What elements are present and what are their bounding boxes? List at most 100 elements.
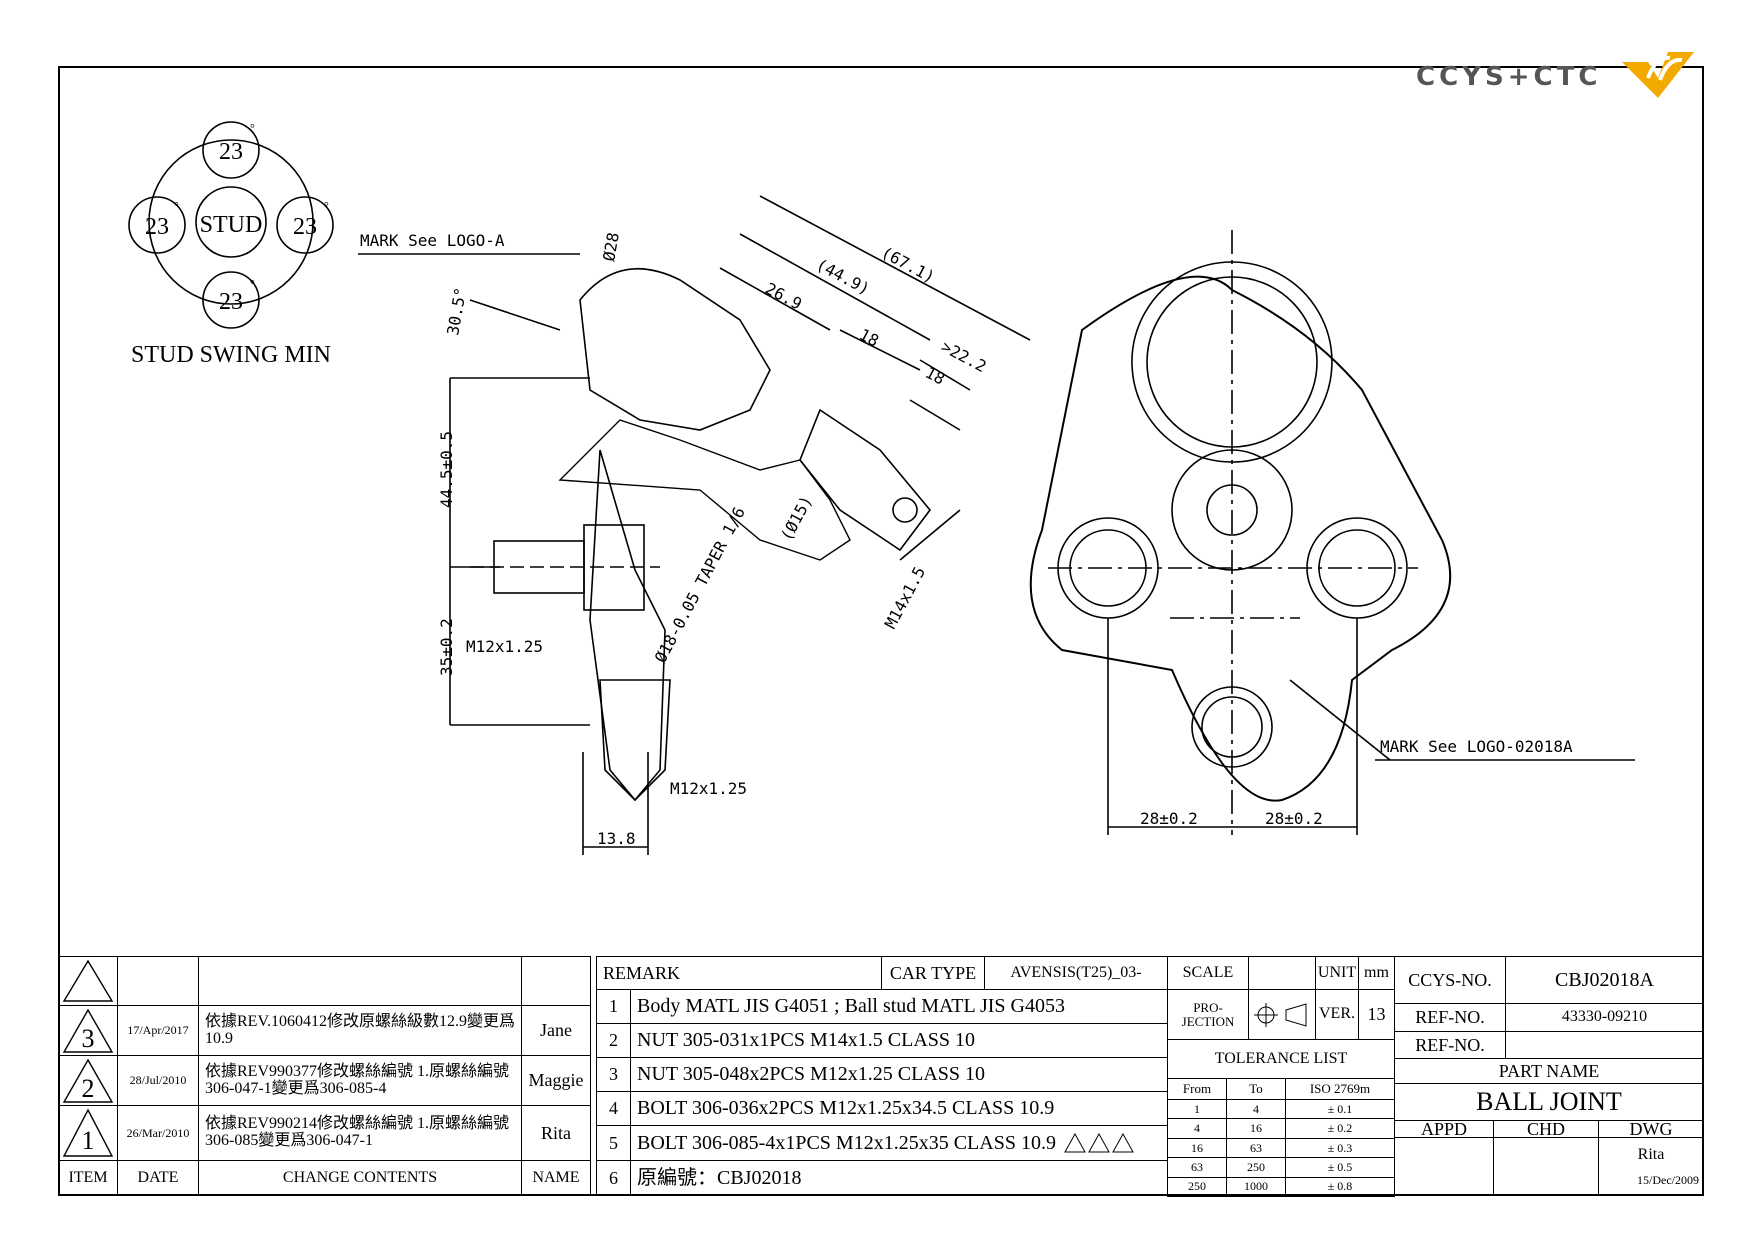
tolerance-cell: 4 <box>1167 1118 1227 1139</box>
company-logo: CCYS+CTC <box>1408 48 1698 104</box>
dim-350: 35±0.2 <box>437 618 456 676</box>
unit-label: UNIT <box>1315 956 1359 990</box>
swing-left-value: 23 <box>145 214 169 240</box>
header-change-contents: CHANGE CONTENTS <box>198 1160 522 1196</box>
tol-to-header: To <box>1226 1078 1286 1100</box>
rev-triangle-icon <box>62 1058 114 1103</box>
tolerance-cell: ± 0.2 <box>1285 1118 1395 1139</box>
swing-top-value: 23 <box>219 139 243 165</box>
tolerance-cell: 63 <box>1226 1137 1286 1159</box>
tolerance-cell: ± 0.1 <box>1285 1099 1395 1120</box>
rev-date-1: 26/Mar/2010 <box>117 1105 199 1161</box>
rev-change-1: 依據REV990214修改螺絲編號 1.原螺絲編號306-085變更爲306-0… <box>198 1105 522 1161</box>
ref-no-2-value <box>1505 1031 1704 1059</box>
remark-text-5: BOLT 306-085-4x1PCS M12x1.25x35 CLASS 10… <box>630 1125 1168 1161</box>
rev-triangle-icon <box>62 1008 114 1053</box>
rev-name-3: Jane <box>521 1005 591 1056</box>
dim-m14: M14x1.5 <box>881 563 929 631</box>
dwg-name: Rita <box>1637 1145 1665 1163</box>
rev-item-3: 3 <box>58 1005 118 1056</box>
logo-mark-icon <box>1622 52 1694 98</box>
dim-angle-305: 30.5° <box>443 286 470 337</box>
rev-triangle-icon <box>62 1108 114 1157</box>
swing-outer-circle <box>148 139 314 305</box>
swing-caption: STUD SWING MIN <box>131 342 331 368</box>
dim-28-right: 28±0.2 <box>1265 809 1323 828</box>
part-name-value: BALL JOINT <box>1394 1083 1704 1121</box>
rev-item-2: 2 <box>58 1055 118 1106</box>
rev-item-1: 1 <box>58 1105 118 1161</box>
scale-label: SCALE <box>1167 956 1249 990</box>
scale-value <box>1248 956 1316 990</box>
dwg-value: Rita 15/Dec/2009 <box>1598 1137 1704 1196</box>
swing-right-value: 23 <box>293 214 317 240</box>
mark-logo-a-label: MARK See LOGO-A <box>360 231 505 250</box>
remark-no-3: 3 <box>596 1057 631 1092</box>
remark-text-2: NUT 305-031x1PCS M14x1.5 CLASS 10 <box>630 1023 1168 1058</box>
swing-degree-bottom: ° <box>250 277 255 291</box>
car-type-label: CAR TYPE <box>881 956 985 990</box>
remark-text-3: NUT 305-048x2PCS M12x1.25 CLASS 10 <box>630 1057 1168 1092</box>
triangle-icon <box>62 959 114 1002</box>
tolerance-title: TOLERANCE LIST <box>1167 1039 1395 1079</box>
header-date: DATE <box>117 1160 199 1196</box>
remark-text-1: Body MATL JIS G4051 ; Ball stud MATL JIS… <box>630 989 1168 1024</box>
mark-logo-b-label: MARK See LOGO-02018A <box>1380 737 1573 756</box>
dim-18-b: 18 <box>922 363 948 389</box>
header-name: NAME <box>521 1160 591 1196</box>
remark-no-5: 5 <box>596 1125 631 1161</box>
part-name-label: PART NAME <box>1394 1058 1704 1084</box>
header-item: ITEM <box>58 1160 118 1196</box>
tolerance-cell: 1 <box>1167 1099 1227 1120</box>
tolerance-cell: 250 <box>1226 1157 1286 1178</box>
tolerance-cell: 16 <box>1226 1118 1286 1139</box>
logo-text: CCYS+CTC <box>1416 62 1602 92</box>
ref-no-2-label: REF-NO. <box>1394 1031 1506 1059</box>
tolerance-cell: 250 <box>1167 1176 1227 1197</box>
rev-change-3: 依據REV.1060412修改原螺絲級數12.9變更爲10.9 <box>198 1005 522 1056</box>
rev-date-2: 28/Jul/2010 <box>117 1055 199 1106</box>
remark-no-1: 1 <box>596 989 631 1024</box>
tol-from-header: From <box>1167 1078 1227 1100</box>
ref-no-value: 43330-09210 <box>1505 1003 1704 1032</box>
tol-iso-header: ISO 2769m <box>1285 1078 1395 1100</box>
dim-18-a: 18 <box>856 325 882 351</box>
tolerance-cell: ± 0.8 <box>1285 1176 1395 1197</box>
dim-445: 44.5±0.5 <box>437 431 456 508</box>
car-type-value: AVENSIS(T25)_03- <box>984 956 1168 990</box>
revision-marks-icon <box>1064 1132 1134 1153</box>
dim-269: 26.9 <box>762 279 805 314</box>
ver-value: 13 <box>1358 989 1395 1040</box>
swing-degree-right: ° <box>324 199 329 213</box>
swing-degree-left: ° <box>174 199 179 213</box>
tolerance-cell: ± 0.5 <box>1285 1157 1395 1178</box>
appd-value <box>1394 1137 1494 1196</box>
remark-no-2: 2 <box>596 1023 631 1058</box>
first-angle-projection-icon <box>1254 1002 1307 1027</box>
remark-text-4: BOLT 306-036x2PCS M12x1.25x34.5 CLASS 10… <box>630 1091 1168 1126</box>
ccys-no-label: CCYS-NO. <box>1394 956 1506 1004</box>
ver-label: VER. <box>1315 989 1359 1040</box>
dim-28-left: 28±0.2 <box>1140 809 1198 828</box>
rev-date-3: 17/Apr/2017 <box>117 1005 199 1056</box>
projection-symbol <box>1248 989 1316 1040</box>
unit-value: mm <box>1358 956 1395 990</box>
dim-d15: (Ø15) <box>777 492 816 543</box>
dim-m12-b: M12x1.25 <box>670 779 747 798</box>
dim-d28: Ø28 <box>599 231 623 263</box>
tolerance-cell: 16 <box>1167 1137 1227 1159</box>
swing-degree-top: ° <box>250 121 255 135</box>
tolerance-cell: ± 0.3 <box>1285 1137 1395 1159</box>
rev-header-triangle-cell <box>58 956 118 1006</box>
ref-no-label: REF-NO. <box>1394 1003 1506 1032</box>
dim-taper: Ø18-0.05 TAPER 1/6 <box>651 504 749 666</box>
dwg-date: 15/Dec/2009 <box>1637 1172 1699 1187</box>
technical-drawing: 23 23 23 23 STUD ° ° ° ° STUD SWING MIN … <box>128 121 1635 855</box>
dwg-label: DWG <box>1598 1120 1704 1138</box>
tolerance-cell: 4 <box>1226 1099 1286 1120</box>
rev-name-1: Rita <box>521 1105 591 1161</box>
rev-change-2: 依據REV990377修改螺絲編號 1.原螺絲編號306-047-1變更爲306… <box>198 1055 522 1106</box>
swing-bottom-value: 23 <box>219 289 243 315</box>
remark-label: REMARK <box>596 956 882 990</box>
rev-name-2: Maggie <box>521 1055 591 1106</box>
